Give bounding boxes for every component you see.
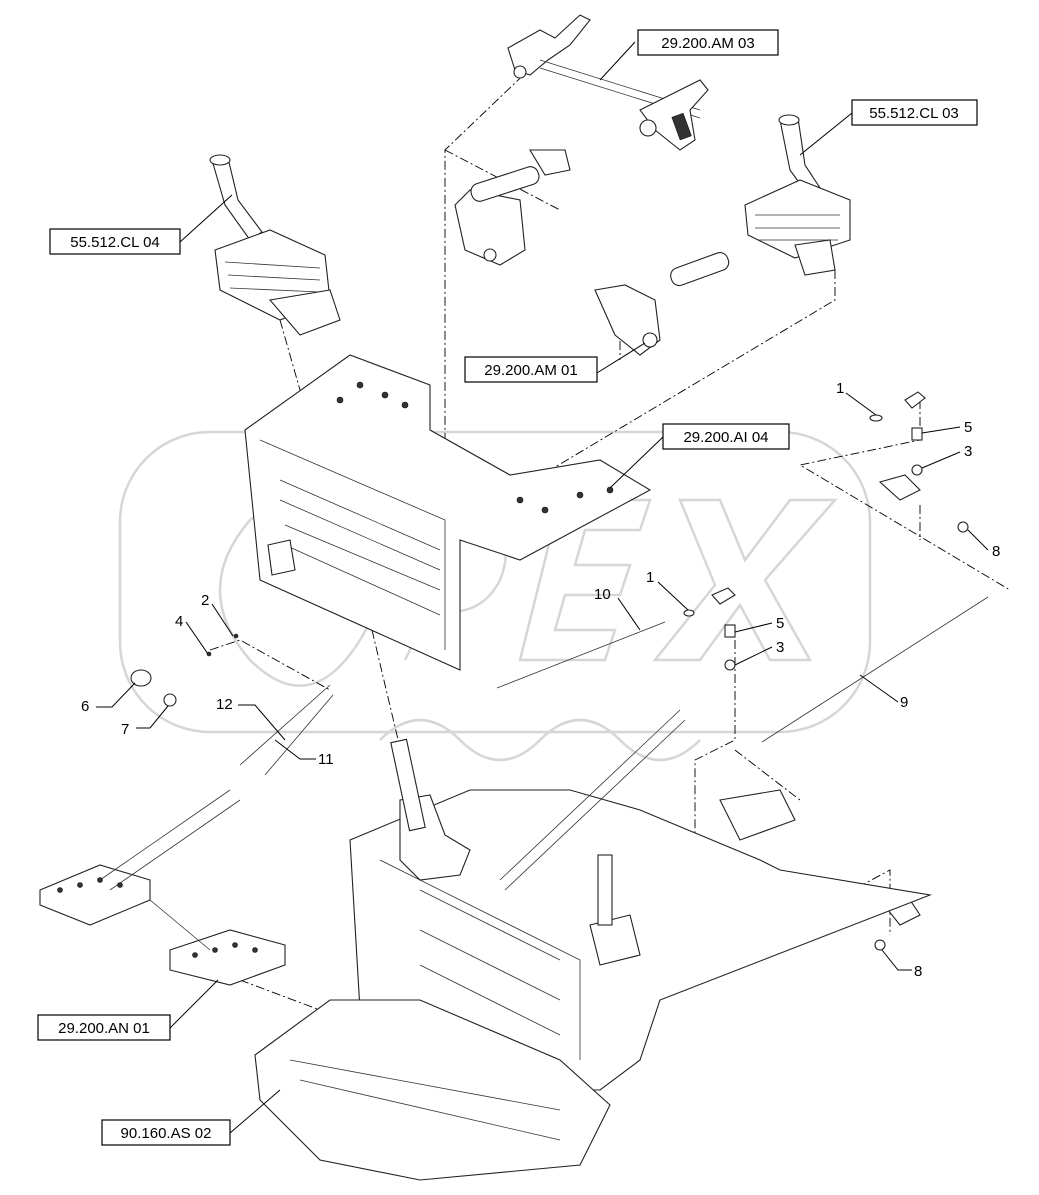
ref-29-200-am-01: 29.200.AM 01	[484, 362, 577, 379]
callout-6: 6	[81, 698, 89, 715]
callout-2: 2	[201, 592, 209, 609]
pedal-shaft-assembly-top	[507, 14, 709, 151]
callout-7: 7	[121, 721, 129, 738]
ref-box-29-200-ai-04	[662, 423, 790, 450]
reference-labels: 29.200.AM 03 55.512.CL 03 55.512.CL 04 2…	[37, 29, 978, 1146]
callout-8-lower: 8	[914, 963, 922, 980]
callout-5-upper: 5	[964, 419, 972, 436]
callout-10: 10	[594, 586, 611, 603]
callout-3-lower: 3	[776, 639, 784, 656]
lower-chassis	[254, 709, 933, 1181]
pedal-holes	[57, 877, 258, 958]
fittings-right	[683, 391, 969, 951]
ref-box-55-512-cl-03	[851, 99, 978, 126]
ref-box-29-200-am-01	[464, 356, 598, 383]
callout-5-lower: 5	[776, 615, 784, 632]
rods	[130, 596, 989, 776]
ref-55-512-cl-03: 55.512.CL 03	[869, 105, 959, 122]
joystick-right	[744, 114, 851, 276]
ref-55-512-cl-04: 55.512.CL 04	[70, 234, 160, 251]
callout-11: 11	[318, 751, 334, 768]
ref-box-29-200-am-03	[637, 29, 779, 56]
ref-box-90-160-as-02	[101, 1119, 231, 1146]
ref-box-55-512-cl-04	[49, 228, 181, 255]
valve-assembly-mid	[454, 149, 730, 356]
ref-90-160-as-02: 90.160.AS 02	[121, 1125, 212, 1142]
ref-box-29-200-an-01	[37, 1014, 171, 1041]
item-callouts: 1 5 3 8 1 10 5 3 9 2 4 6 7 12 11 8	[81, 380, 1000, 980]
frame-holes	[336, 381, 614, 514]
callout-8-upper: 8	[992, 543, 1000, 560]
callout-1-upper: 1	[836, 380, 844, 397]
callout-12: 12	[216, 696, 233, 713]
callout-9: 9	[900, 694, 908, 711]
pedal-assembly-left	[39, 789, 286, 986]
callout-3-upper: 3	[964, 443, 972, 460]
ref-29-200-am-03: 29.200.AM 03	[661, 35, 754, 52]
ref-29-200-ai-04: 29.200.AI 04	[683, 429, 768, 446]
ref-29-200-an-01: 29.200.AN 01	[58, 1020, 150, 1037]
callout-4: 4	[175, 613, 183, 630]
callout-1-lower: 1	[646, 569, 654, 586]
joystick-left	[209, 154, 341, 336]
upper-frame	[244, 354, 652, 671]
